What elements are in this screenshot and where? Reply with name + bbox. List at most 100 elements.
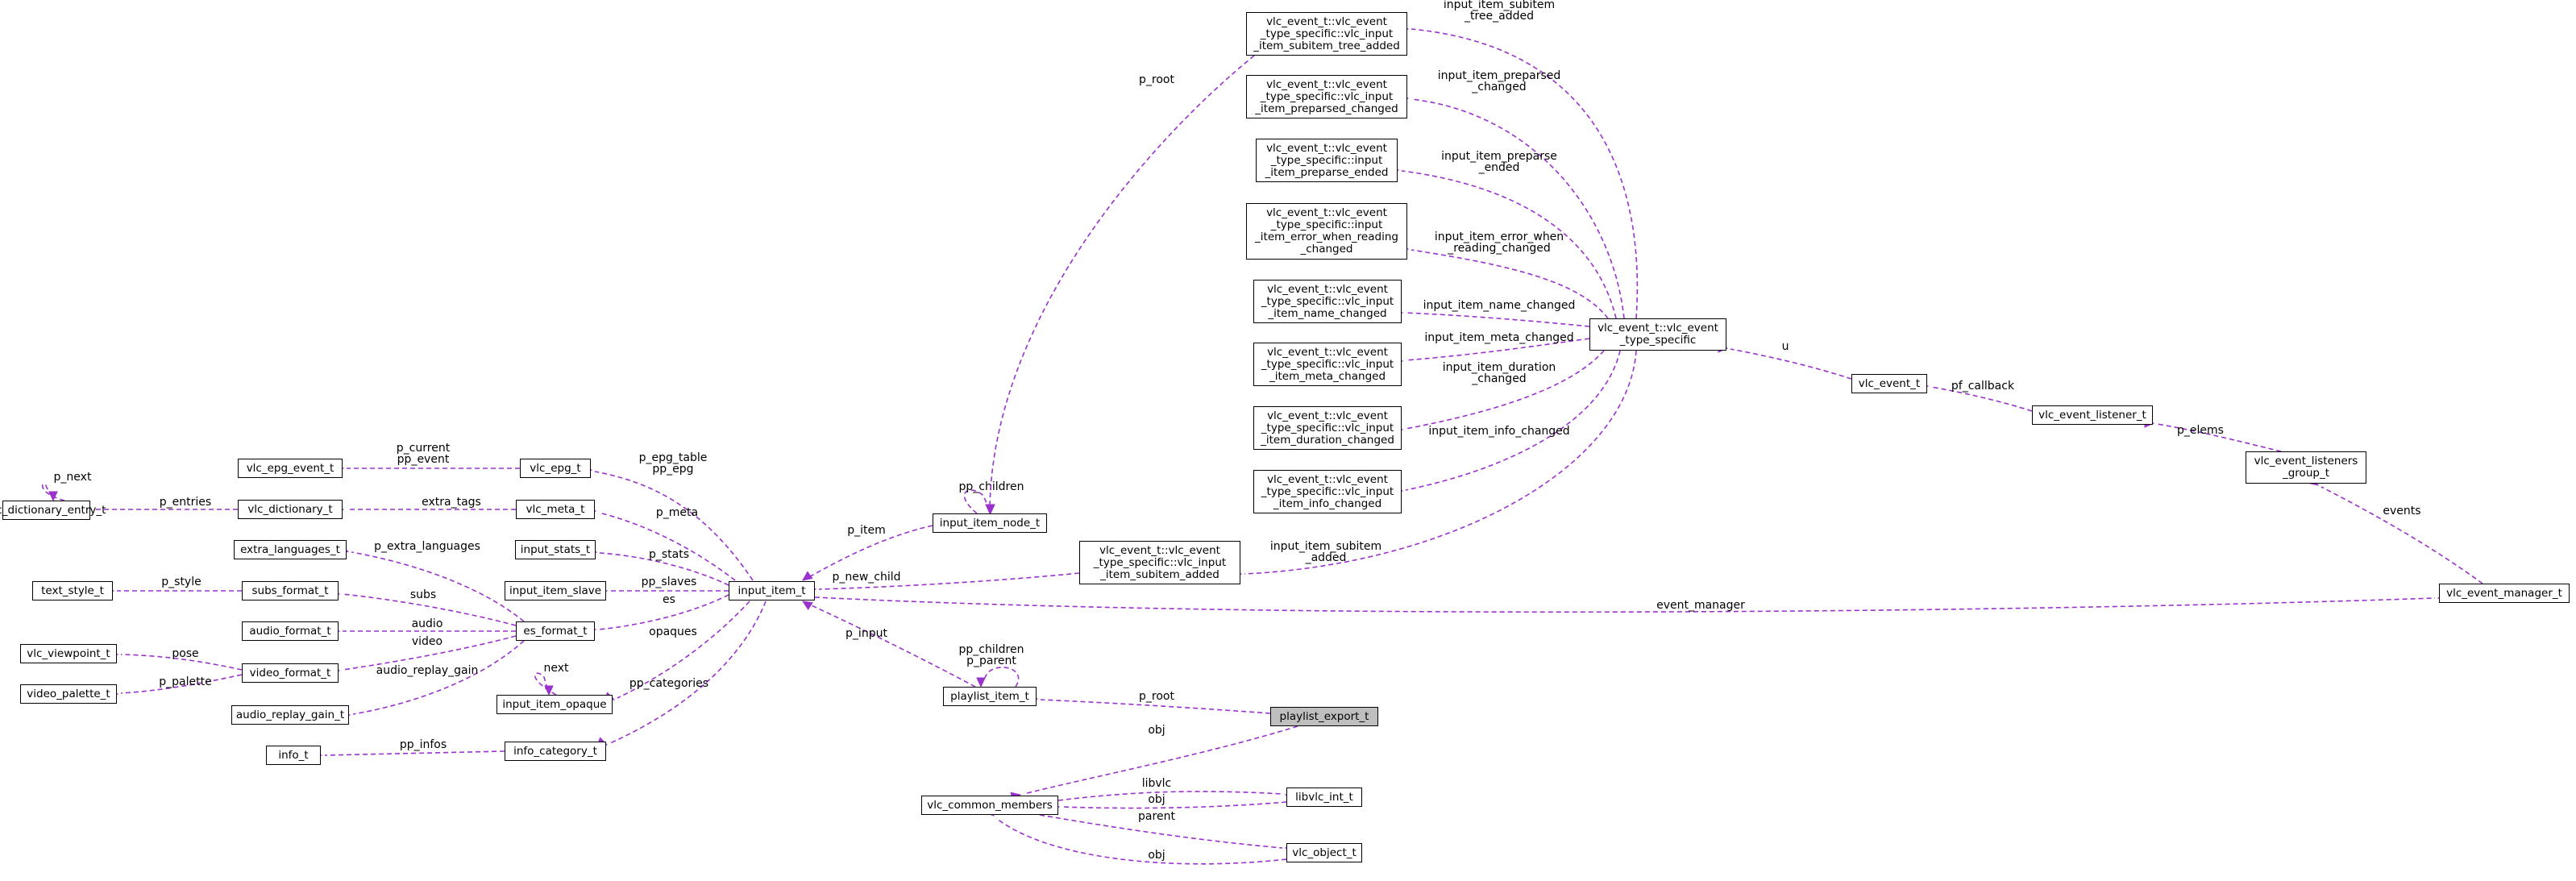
node-vlc-dictionary-t[interactable]: vlc_dictionary_t bbox=[238, 500, 343, 519]
edge-label: p_meta bbox=[656, 506, 698, 519]
node-vlc-event-type-specific[interactable]: vlc_event_t::vlc_event_type_specific bbox=[1589, 318, 1726, 351]
node-label-line: _group_t bbox=[2282, 467, 2329, 480]
edge-label: p_entries bbox=[160, 496, 211, 509]
edge-input-item-meta-changed: input_item_meta_changed bbox=[1393, 331, 1590, 366]
node-label-line: playlist_export_t bbox=[1279, 709, 1369, 723]
edge-line bbox=[617, 600, 750, 699]
edge-line bbox=[1057, 791, 1283, 801]
edge-line bbox=[805, 525, 933, 580]
edge-input-item-subitem-added: input_item_subitem_added bbox=[1232, 350, 1637, 579]
node-label-line: vlc_event_t bbox=[1858, 376, 1921, 390]
node-playlist-item-t[interactable]: playlist_item_t bbox=[943, 687, 1037, 706]
node-label-line: input_item_opaque bbox=[502, 697, 607, 711]
node-vlc-epg-event-t[interactable]: vlc_epg_event_t bbox=[238, 459, 343, 478]
edge-line bbox=[342, 593, 517, 626]
edge-label: extra_tags bbox=[422, 496, 481, 509]
node-subs-format-t[interactable]: subs_format_t bbox=[242, 581, 339, 600]
node-libvlc-int-t[interactable]: libvlc_int_t bbox=[1286, 787, 1362, 807]
node-label-line: _changed bbox=[1300, 243, 1353, 256]
node-vlc-object-t[interactable]: vlc_object_t bbox=[1286, 843, 1362, 862]
edge-label: _changed bbox=[1471, 81, 1526, 94]
node-audio-replay-gain-t[interactable]: audio_replay_gain_t bbox=[231, 705, 349, 725]
node-input-item-opaque[interactable]: input_item_opaque bbox=[497, 695, 613, 714]
edge-line bbox=[963, 489, 991, 514]
node-vlc-event-t[interactable]: vlc_event_t bbox=[1851, 374, 1927, 393]
edge-line bbox=[1401, 170, 1617, 319]
node-vlc-meta-t[interactable]: vlc_meta_t bbox=[516, 500, 595, 519]
node-ev-error-when-reading-changed[interactable]: vlc_event_t::vlc_event_type_specific::in… bbox=[1246, 203, 1407, 260]
node-label-line: vlc_event_t::vlc_event bbox=[1267, 282, 1388, 296]
node-label-line: vlc_event_t::vlc_event bbox=[1266, 15, 1387, 28]
edge-label: pp_event bbox=[397, 453, 450, 466]
node-label-line: vlc_event_t::vlc_event bbox=[1267, 472, 1388, 486]
node-input-item-t[interactable]: input_item_t bbox=[729, 581, 815, 600]
node-es-format-t[interactable]: es_format_t bbox=[516, 621, 595, 641]
node-vlc-event-manager-t[interactable]: vlc_event_manager_t bbox=[2439, 584, 2570, 603]
node-ev-name-changed[interactable]: vlc_event_t::vlc_event_type_specific::vl… bbox=[1253, 280, 1402, 323]
edge-label: p_root bbox=[1139, 690, 1174, 703]
node-info-category-t[interactable]: info_category_t bbox=[505, 742, 606, 761]
node-ev-subitem-tree-added[interactable]: vlc_event_t::vlc_event_type_specific::vl… bbox=[1246, 12, 1407, 56]
edge-label: _tree_added bbox=[1464, 10, 1534, 23]
node-video-format-t[interactable]: video_format_t bbox=[242, 663, 339, 683]
node-vlc-event-listeners-group-t[interactable]: vlc_event_listeners_group_t bbox=[2246, 451, 2366, 484]
node-playlist-export-t[interactable]: playlist_export_t bbox=[1270, 707, 1378, 726]
edge-p-root-node: p_root bbox=[985, 55, 1255, 515]
edge-line bbox=[598, 512, 736, 581]
edge-line bbox=[120, 654, 243, 671]
edge-label: _ended bbox=[1478, 161, 1520, 174]
edge-obj-object: obj bbox=[983, 805, 1287, 865]
edge-label: subs bbox=[410, 588, 436, 601]
edge-input-item-preparsed-changed: input_item_preparsed_changed bbox=[1398, 69, 1625, 319]
edge-line bbox=[594, 471, 754, 581]
node-input-item-slave[interactable]: input_item_slave bbox=[505, 581, 606, 600]
edge-pf-callback: pf_callback bbox=[1918, 380, 2033, 412]
edge-p-input: p_input bbox=[801, 600, 976, 688]
node-vlc-event-listener-t[interactable]: vlc_event_listener_t bbox=[2032, 405, 2153, 425]
edge-line bbox=[2320, 486, 2483, 584]
node-audio-format-t[interactable]: audio_format_t bbox=[242, 621, 339, 641]
node-label-line: input_item_node_t bbox=[939, 516, 1041, 530]
edge-parent: parent bbox=[1039, 810, 1295, 853]
node-vlc-common-members[interactable]: vlc_common_members bbox=[921, 796, 1058, 815]
node-input-item-node-t[interactable]: input_item_node_t bbox=[933, 513, 1047, 533]
node-label-line: vlc_epg_t bbox=[530, 461, 581, 475]
node-vlc-viewpoint-t[interactable]: vlc_viewpoint_t bbox=[20, 644, 117, 663]
edge-label: parent bbox=[1138, 810, 1175, 823]
node-input-stats-t[interactable]: input_stats_t bbox=[515, 540, 596, 559]
node-vlc-dictionary-entry-t[interactable]: vlc_dictionary_entry_t bbox=[0, 501, 106, 520]
node-ev-preparse-ended[interactable]: vlc_event_t::vlc_event_type_specific::in… bbox=[1256, 139, 1398, 182]
edge-label: input_item_subitem bbox=[1444, 0, 1555, 11]
edge-label: p_root bbox=[1139, 73, 1174, 86]
node-ev-subitem-added[interactable]: vlc_event_t::vlc_event_type_specific::vl… bbox=[1079, 541, 1240, 584]
node-label-line: _item_meta_changed bbox=[1269, 369, 1386, 383]
node-label-line: _item_error_when_reading bbox=[1255, 231, 1398, 243]
edge-label: pp_children bbox=[959, 643, 1024, 656]
edge-p-root-pl: p_root bbox=[1028, 690, 1271, 714]
node-extra-languages-t[interactable]: extra_languages_t bbox=[234, 540, 347, 559]
edge-label: pose bbox=[172, 647, 198, 660]
edge-line bbox=[324, 750, 505, 756]
edge-line bbox=[599, 552, 729, 586]
edge-line bbox=[1730, 348, 1852, 380]
node-ev-duration-changed[interactable]: vlc_event_t::vlc_event_type_specific::vl… bbox=[1253, 406, 1402, 450]
edge-line bbox=[1411, 28, 1639, 319]
node-label-line: vlc_event_t::vlc_event bbox=[1267, 409, 1388, 422]
node-text-style-t[interactable]: text_style_t bbox=[32, 581, 113, 600]
node-ev-info-changed[interactable]: vlc_event_t::vlc_event_type_specific::vl… bbox=[1253, 470, 1402, 513]
node-video-palette-t[interactable]: video_palette_t bbox=[20, 684, 117, 704]
node-vlc-epg-t[interactable]: vlc_epg_t bbox=[520, 459, 591, 478]
node-label-line: input_item_t bbox=[737, 584, 806, 597]
edge-line bbox=[1930, 386, 2033, 412]
edge-label: audio bbox=[412, 617, 443, 630]
edge-pose: pose bbox=[108, 647, 243, 671]
node-label-line: _type_specific bbox=[1619, 334, 1697, 347]
edge-label: input_item_info_changed bbox=[1428, 425, 1569, 438]
node-ev-preparsed-changed[interactable]: vlc_event_t::vlc_event_type_specific::vl… bbox=[1246, 75, 1407, 118]
edge-p-elems: p_elems bbox=[2144, 418, 2282, 452]
node-info-t[interactable]: info_t bbox=[266, 746, 321, 765]
edge-p-extra-languages: p_extra_languages bbox=[338, 540, 525, 622]
node-ev-meta-changed[interactable]: vlc_event_t::vlc_event_type_specific::vl… bbox=[1253, 343, 1402, 386]
arrowhead-icon bbox=[985, 504, 995, 515]
